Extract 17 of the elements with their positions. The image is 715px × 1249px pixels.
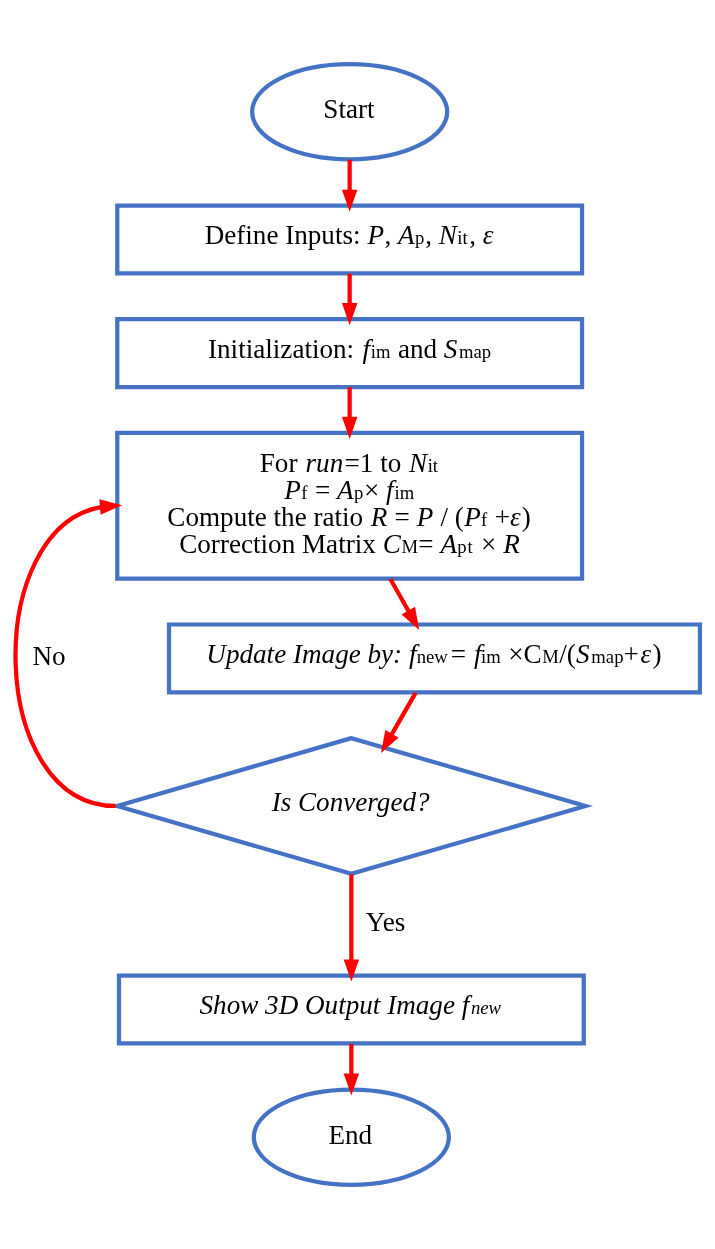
arrow — [341, 387, 358, 439]
node-ellipse: End — [251, 1087, 451, 1187]
node-box: Initialization: fim and Smap — [115, 317, 585, 390]
arrow — [343, 1043, 360, 1096]
node-ellipse: Start — [250, 62, 450, 162]
node-box: Define Inputs: P, Ap, Nit, ε — [115, 203, 585, 276]
node-box: For run=1 to Nit Pf = Ap× fim Compute the ratio R = P / (Pf +ε) Correction Matrix CM= Apt × R — [115, 430, 585, 581]
node-box: Show 3D Output Image fnew — [116, 973, 586, 1046]
arrow — [380, 691, 418, 753]
arrow — [388, 578, 420, 630]
arrow — [13, 499, 122, 809]
arrow — [341, 273, 358, 326]
arrow — [341, 159, 358, 212]
node-box: Update Image by: fnew= fim ×CM/(Smap+ε) — [166, 622, 703, 695]
edge-label: No — [32, 640, 66, 671]
edge-label: Yes — [365, 907, 406, 938]
arrow — [343, 874, 360, 982]
